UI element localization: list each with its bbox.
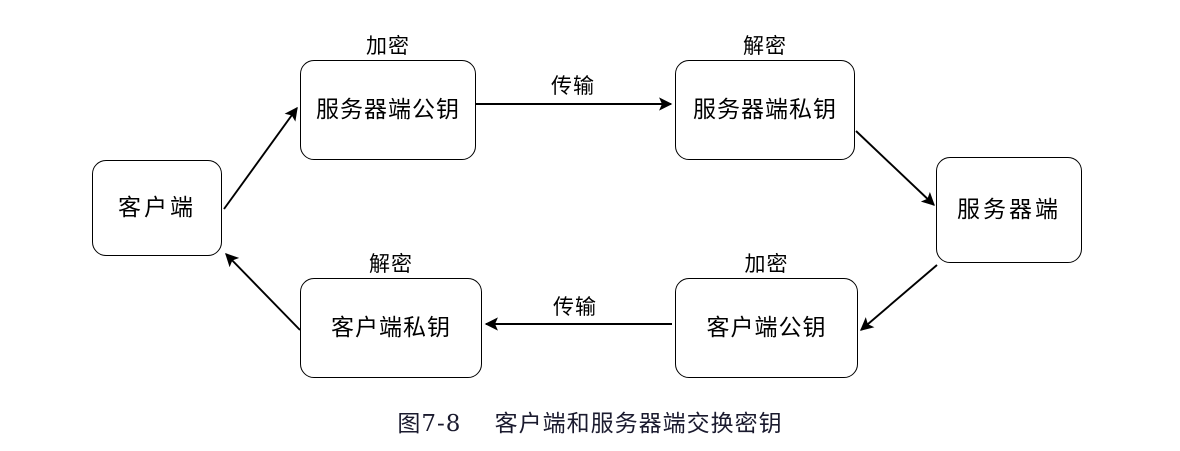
node-server-private-key[interactable]: 服务器端私钥 — [675, 60, 855, 160]
edge-server-private-to-server — [855, 130, 935, 206]
node-server-private-key-label: 服务器端私钥 — [693, 96, 837, 123]
node-client-private-key-label: 客户端私钥 — [331, 314, 451, 341]
tag-client-public-key-encrypt: 加密 — [744, 252, 789, 276]
edge-client-private-to-client — [225, 253, 301, 331]
edge-label-top-transfer: 传输 — [545, 70, 601, 100]
node-server-public-key[interactable]: 服务器端公钥 — [300, 60, 476, 160]
node-client-label: 客户端 — [118, 194, 196, 221]
edge-server-to-client-public-key — [859, 264, 938, 331]
edge-client-to-server-public-key — [223, 106, 298, 210]
node-server-label: 服务器端 — [957, 196, 1061, 223]
node-client-public-key-label: 客户端公钥 — [706, 314, 827, 341]
node-client-public-key[interactable]: 客户端公钥 — [675, 278, 858, 378]
tag-server-private-key-decrypt: 解密 — [743, 34, 787, 58]
tag-server-public-key-encrypt: 加密 — [366, 34, 410, 58]
node-client[interactable]: 客户端 — [92, 160, 222, 256]
edge-label-bottom-transfer: 传输 — [547, 291, 603, 321]
node-client-private-key[interactable]: 客户端私钥 — [300, 278, 482, 378]
node-server-public-key-label: 服务器端公钥 — [316, 96, 460, 123]
node-server[interactable]: 服务器端 — [936, 157, 1082, 263]
tag-client-private-key-decrypt: 解密 — [369, 252, 413, 276]
figure-caption: 图7-8 客户端和服务器端交换密钥 — [397, 411, 783, 437]
